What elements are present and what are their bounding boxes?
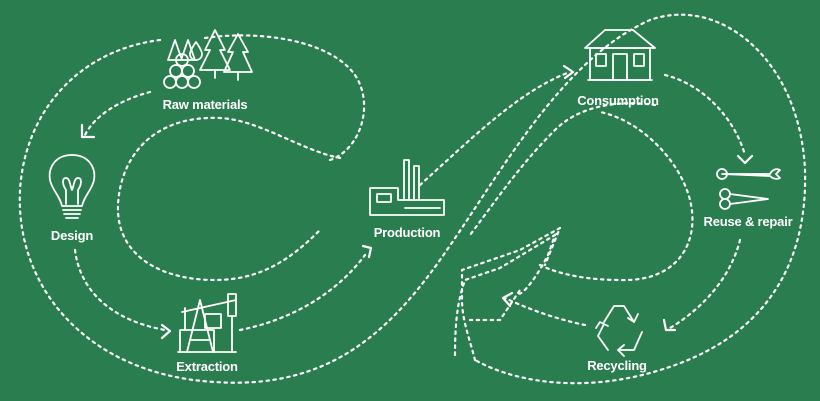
recycle-icon xyxy=(595,305,643,357)
arrowhead-design xyxy=(80,123,96,139)
production-to-consumption-path xyxy=(418,70,572,187)
house-icon xyxy=(584,29,656,81)
arrowhead-left xyxy=(501,291,514,308)
stage-label-recycling: Recycling xyxy=(587,358,647,373)
stage-label-consumption: Consumption xyxy=(577,93,659,108)
arrowhead-consumption xyxy=(562,64,575,80)
design-to-extraction-path xyxy=(73,248,167,332)
recycling-to-left-path xyxy=(503,296,587,327)
stage-label-reuse-repair: Reuse & repair xyxy=(703,214,793,229)
light-bulb-icon xyxy=(48,154,96,219)
wrench-scissors-icon xyxy=(716,168,781,210)
arrowhead-extraction xyxy=(160,323,172,340)
stage-label-raw-materials: Raw materials xyxy=(162,97,248,112)
arrowhead-production xyxy=(361,244,373,259)
stage-label-design: Design xyxy=(50,228,94,243)
oil-pump-icon xyxy=(177,293,237,353)
stage-label-extraction: Extraction xyxy=(176,359,238,374)
arrowhead-reuse xyxy=(736,154,754,165)
inner-right-bottom-path xyxy=(538,110,694,282)
inner-right-path xyxy=(468,102,657,237)
logs-water-tree-icon xyxy=(163,29,253,89)
extraction-to-production-path xyxy=(238,253,367,332)
outer-loop-path xyxy=(18,13,807,385)
arrowhead-recycling xyxy=(662,318,677,332)
stage-label-production: Production xyxy=(373,225,441,240)
factory-icon xyxy=(369,159,445,216)
reuse-to-recycling-path xyxy=(668,238,742,330)
consumption-to-reuse-path xyxy=(663,73,747,157)
big-arrow-outline xyxy=(453,232,558,357)
big-arrow-stem xyxy=(460,225,563,362)
raw-to-design-path xyxy=(83,90,152,137)
inner-loop-path xyxy=(116,116,342,282)
inner-loop-top-path xyxy=(203,34,366,162)
